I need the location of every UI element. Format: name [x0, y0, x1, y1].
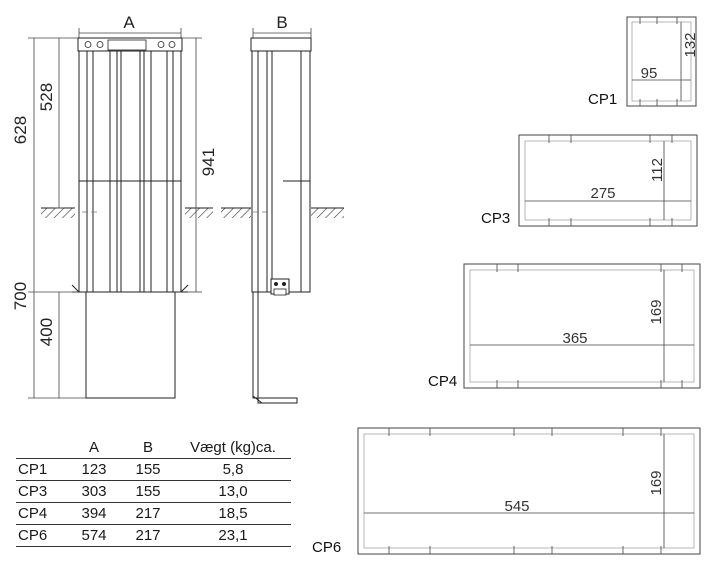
header-a: A [67, 437, 121, 459]
row-b: 217 [121, 524, 175, 547]
row-weight: 23,1 [175, 524, 291, 547]
side-view-label: B [276, 13, 287, 32]
header-b: B [121, 437, 175, 459]
row-b: 217 [121, 502, 175, 525]
profile-cp1: 95 132 CP1 [588, 16, 699, 108]
table-row: CP3 303 155 13,0 [16, 480, 291, 503]
cp3-width: 275 [590, 185, 615, 202]
dim-400: 400 [37, 318, 56, 346]
header-id [16, 437, 67, 459]
table-header-row: A B Vægt (kg)ca. [16, 437, 291, 459]
row-b: 155 [121, 480, 175, 503]
cp4-width: 365 [562, 330, 587, 347]
profile-cp6: 545 169 CP6 [312, 427, 701, 556]
row-id: CP3 [16, 480, 67, 503]
dim-528: 528 [37, 83, 56, 111]
cp1-width: 95 [641, 65, 658, 82]
cp4-height: 169 [648, 299, 665, 324]
cp3-label: CP3 [481, 210, 510, 227]
row-id: CP4 [16, 502, 67, 525]
cp6-height: 169 [648, 470, 665, 495]
cp3-height: 112 [649, 158, 666, 182]
table-row: CP6 574 217 23,1 [16, 524, 291, 547]
row-a: 123 [67, 458, 121, 481]
front-view-label: A [123, 13, 135, 32]
cp6-width: 545 [504, 498, 529, 515]
row-a: 303 [67, 480, 121, 503]
profile-cp3: 275 112 CP3 [481, 134, 698, 227]
table-row: CP1 123 155 5,8 [16, 458, 291, 481]
row-weight: 18,5 [175, 502, 291, 525]
row-b: 155 [121, 458, 175, 481]
row-weight: 13,0 [175, 480, 291, 503]
profile-cp4: 365 169 CP4 [428, 263, 701, 390]
table-row: CP4 394 217 18,5 [16, 502, 291, 525]
front-view: A [11, 13, 218, 399]
header-weight: Vægt (kg)ca. [175, 437, 291, 459]
dim-941: 941 [199, 148, 218, 176]
row-id: CP6 [16, 524, 67, 547]
side-view: B [221, 13, 344, 404]
row-a: 574 [67, 524, 121, 547]
cp4-label: CP4 [428, 373, 457, 390]
cp6-label: CP6 [312, 539, 341, 556]
row-a: 394 [67, 502, 121, 525]
cp1-height: 132 [682, 32, 699, 57]
dim-628: 628 [11, 116, 30, 144]
spec-table: A B Vægt (kg)ca. CP1 123 155 5,8 CP3 303… [16, 437, 291, 547]
row-id: CP1 [16, 458, 67, 481]
cp1-label: CP1 [588, 91, 617, 108]
row-weight: 5,8 [175, 458, 291, 481]
dim-700: 700 [11, 282, 30, 310]
